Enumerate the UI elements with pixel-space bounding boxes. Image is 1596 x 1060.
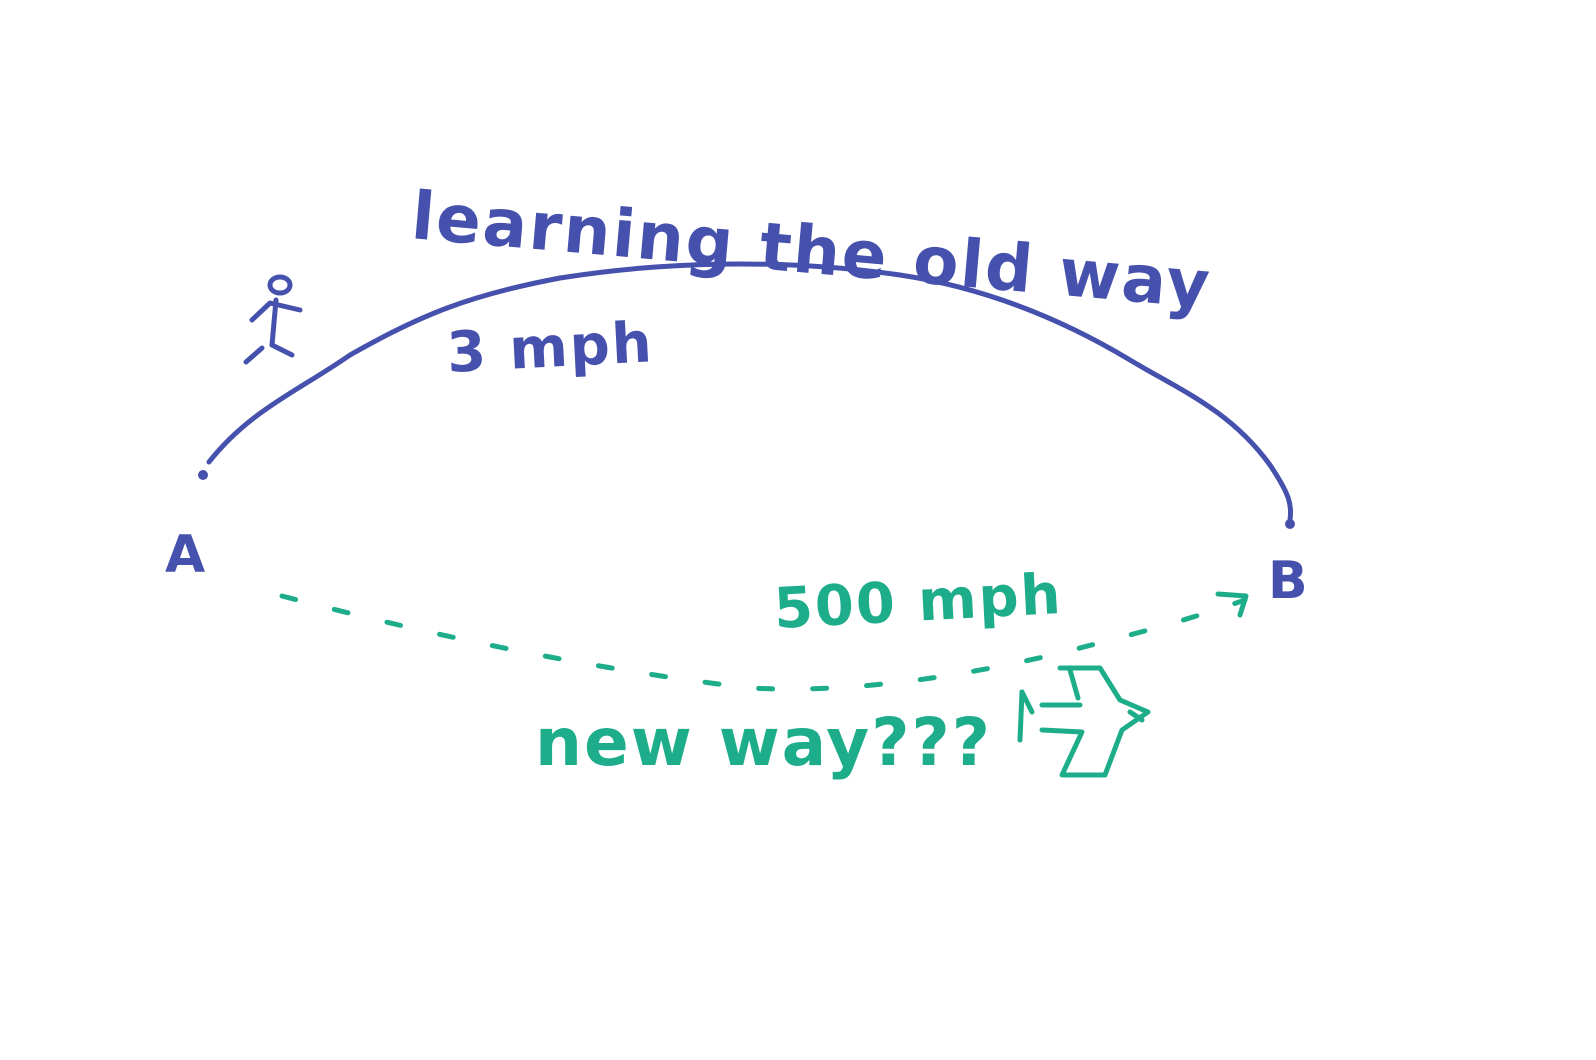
new-way-path	[279, 591, 1249, 692]
old-way-path	[198, 261, 1295, 529]
new-way-dashed-arc	[279, 593, 1248, 692]
old-way-end-dot	[1285, 519, 1295, 529]
old-way-arc	[206, 261, 1294, 523]
walking-person-icon	[243, 274, 303, 365]
new-way-title: new way???	[535, 704, 992, 781]
point-b-label: B	[1268, 551, 1310, 611]
old-way-speed: 3 mph	[445, 310, 655, 386]
old-way-start-dot	[198, 470, 208, 480]
new-way-arrowhead	[1215, 591, 1249, 618]
old-way-title: learning the old way	[409, 177, 1215, 324]
point-a-label: A	[165, 525, 207, 585]
rocket-arrow-icon	[1017, 665, 1151, 778]
new-way-speed: 500 mph	[772, 562, 1064, 642]
